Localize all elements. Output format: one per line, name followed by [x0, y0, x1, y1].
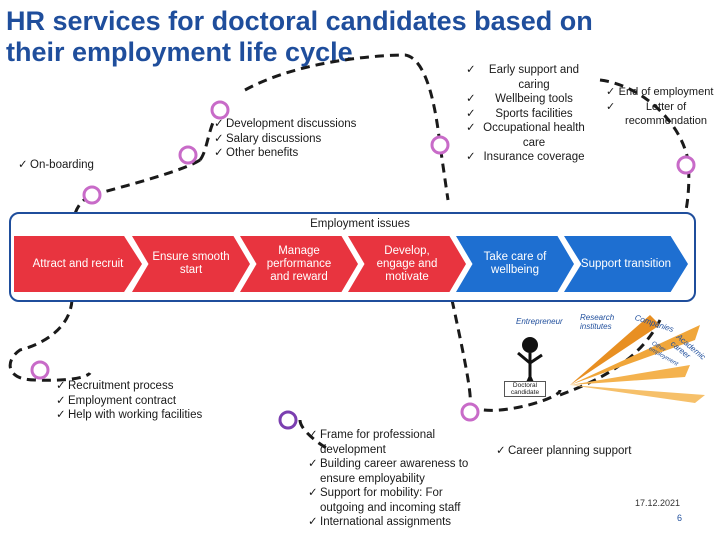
- list-item: End of employment: [606, 85, 714, 100]
- stage-attract-recruit: Attract and recruit: [14, 236, 142, 292]
- list-item: Other benefits: [214, 146, 356, 161]
- list-item: Development discussions: [214, 117, 356, 132]
- career-illustration: Entrepreneur Research institutes Compani…: [500, 305, 710, 405]
- person-icon: [522, 337, 538, 353]
- recruitment-list: Recruitment process Employment contract …: [56, 379, 202, 423]
- list-item: Letter of recommendation: [606, 100, 714, 129]
- candidate-label: Doctoral candidate: [504, 381, 546, 397]
- milestone-marker: [278, 410, 298, 430]
- list-item: Wellbeing tools: [466, 92, 590, 107]
- list-item: Help with working facilities: [56, 408, 202, 423]
- footer-date: 17.12.2021: [634, 498, 680, 508]
- development-list: Frame for professional development Build…: [308, 428, 480, 530]
- list-item: Employment contract: [56, 394, 202, 409]
- list-item: Early support and caring: [466, 63, 590, 92]
- discussions-list: Development discussions Salary discussio…: [214, 117, 356, 161]
- list-item: Career planning support: [496, 444, 631, 459]
- list-item: International assignments: [308, 515, 480, 530]
- milestone-marker: [178, 145, 198, 165]
- list-item: Occupational health care: [466, 121, 590, 150]
- arrows-graphic: [517, 315, 705, 403]
- milestone-marker: [82, 185, 102, 205]
- stage-performance-reward: Manage performance and reward: [240, 236, 358, 292]
- list-item: On-boarding: [18, 158, 94, 173]
- list-item: Sports facilities: [466, 107, 590, 122]
- stage-label: Ensure smooth start: [152, 251, 230, 276]
- milestone-marker: [210, 100, 230, 120]
- career-list: Career planning support: [496, 444, 631, 459]
- stage-support-transition: Support transition: [564, 236, 688, 292]
- milestones: [30, 100, 696, 430]
- stage-label: Attract and recruit: [32, 257, 124, 270]
- list-item: Building career awareness to ensure empl…: [308, 457, 480, 486]
- stage-label: Develop, engage and motivate: [376, 244, 438, 283]
- list-item: Salary discussions: [214, 132, 356, 147]
- stage-label: Manage performance and reward: [266, 244, 332, 283]
- list-item: Support for mobility: For outgoing and i…: [308, 486, 480, 515]
- milestone-marker: [30, 360, 50, 380]
- list-item: Frame for professional development: [308, 428, 480, 457]
- stage-label: Support transition: [580, 257, 672, 270]
- band-title: Employment issues: [310, 218, 410, 230]
- list-item: Recruitment process: [56, 379, 202, 394]
- stage-label: Take care of wellbeing: [483, 251, 547, 276]
- onboarding-list: On-boarding: [18, 158, 94, 173]
- milestone-marker: [460, 402, 480, 422]
- illustration-word: Entrepreneur: [516, 317, 563, 326]
- stage-smooth-start: Ensure smooth start: [132, 236, 250, 292]
- stage-develop-engage: Develop, engage and motivate: [348, 236, 466, 292]
- wellbeing-list: Early support and caring Wellbeing tools…: [466, 63, 590, 165]
- footer-page-number: 6: [676, 513, 682, 523]
- list-item: Insurance coverage: [466, 150, 590, 165]
- illustration-word: Research institutes: [580, 313, 615, 331]
- milestone-marker: [430, 135, 450, 155]
- page-title: HR services for doctoral candidates base…: [6, 6, 593, 67]
- end-list: End of employment Letter of recommendati…: [606, 85, 714, 129]
- stage-wellbeing: Take care of wellbeing: [456, 236, 574, 292]
- milestone-marker: [676, 155, 696, 175]
